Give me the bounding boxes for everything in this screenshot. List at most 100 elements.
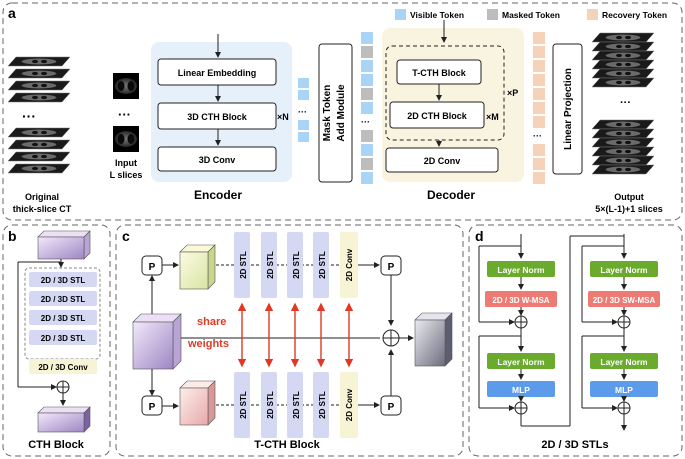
layer-norm-label: Layer Norm <box>497 357 545 367</box>
tcth-block-caption: T-CTH Block <box>254 439 320 451</box>
linear-embedding-block <box>157 58 277 86</box>
slice-ellipsis: ··· <box>118 107 131 122</box>
output-ct-slice <box>591 77 655 88</box>
mixed-token <box>361 74 373 86</box>
decoder-2d-conv-block <box>385 147 499 173</box>
top-stl <box>234 232 250 298</box>
mixed-token <box>361 88 373 100</box>
p-bottom-right-label: P <box>388 402 395 413</box>
mixed-token <box>361 172 373 184</box>
layer-norm-block <box>487 353 555 369</box>
p-bottom-left-label: P <box>149 402 156 413</box>
cth-item-label: 2D / 3D STL <box>41 295 86 304</box>
bottom-stl-label: 2D STL <box>239 391 248 419</box>
msa-label: 2D / 3D W-MSA <box>492 296 549 305</box>
legend-visible-swatch <box>395 9 406 20</box>
cth-stl-item <box>29 272 97 287</box>
recovery-token <box>533 88 545 100</box>
bottom-stl <box>287 372 303 438</box>
top-stl-label: 2D STL <box>239 251 248 279</box>
decoder-repeat-p: ×P <box>507 88 518 98</box>
slices-caption-line1: Input <box>115 158 137 168</box>
legend-visible: Visible Token <box>410 10 464 20</box>
mask-module-line1: Mask Token <box>322 85 333 142</box>
input-ct-stack <box>7 56 71 174</box>
token-ellipsis: ··· <box>298 107 307 117</box>
mixed-token <box>361 46 373 58</box>
cth-stl-item <box>29 310 97 325</box>
top-stl-label: 2D STL <box>318 251 327 279</box>
bottom-stl <box>261 372 277 438</box>
mask-token-add-module <box>318 43 353 183</box>
cth-item-label: 2D / 3D STL <box>41 276 86 285</box>
output-ct-slice <box>591 164 655 175</box>
linear-embedding-label: Linear Embedding <box>178 68 257 78</box>
encoder-3d-conv-block <box>157 146 277 172</box>
encoder-repeat-n: ×N <box>277 112 289 122</box>
decoder-2d-cth-label: 2D CTH Block <box>407 111 468 121</box>
cth-item-label: 2D / 3D STL <box>41 314 86 323</box>
output-ct-slice <box>591 68 655 79</box>
top-conv <box>340 232 358 298</box>
tcth-output-cube <box>414 312 453 367</box>
input-ct-slice <box>7 139 71 150</box>
output-caption-line2: 5×(L-1)+1 slices <box>595 204 663 214</box>
recovery-token <box>533 102 545 114</box>
msa-block <box>588 291 660 307</box>
recovery-token <box>533 172 545 184</box>
bottom-branch-cube <box>179 380 216 426</box>
cth-input-cube <box>37 230 91 260</box>
output-caption-line1: Output <box>614 192 644 202</box>
ct-slice-thumb-top <box>113 73 139 99</box>
top-branch-cube <box>179 244 216 290</box>
top-stl-label: 2D STL <box>266 251 275 279</box>
input-ct-slice <box>7 163 71 174</box>
cth-item-label: 2D / 3D STL <box>41 334 86 343</box>
output-ct-slice <box>591 119 655 130</box>
bottom-conv-label: 2D Conv <box>345 388 354 421</box>
panel-a-frame <box>2 2 683 221</box>
mixed-token <box>361 60 373 72</box>
cth-stl-item <box>29 291 97 306</box>
layer-norm-block <box>487 261 555 277</box>
encoder-3d-cth-block <box>157 102 277 130</box>
mixed-token <box>361 144 373 156</box>
input-ct-slice <box>7 68 71 79</box>
tcth-input-cube <box>132 313 182 370</box>
mlp-label: MLP <box>615 385 633 395</box>
input-ct-slice <box>7 151 71 162</box>
top-stl <box>261 232 277 298</box>
cth-conv-item <box>29 359 97 374</box>
panel-a-letter: a <box>8 5 16 21</box>
mask-module-line2: Add Module <box>336 84 347 142</box>
output-ellipsis: ··· <box>620 97 631 109</box>
mixed-token <box>361 32 373 44</box>
stls-caption: 2D / 3D STLs <box>541 439 608 451</box>
panel-d-letter: d <box>475 228 484 244</box>
decoder-repeat-m: ×M <box>486 112 499 122</box>
recovery-token <box>533 116 545 128</box>
recovery-token <box>533 46 545 58</box>
mlp-block <box>487 381 555 397</box>
layer-norm-label: Layer Norm <box>600 265 648 275</box>
decoder-title: Decoder <box>427 188 475 202</box>
t-cth-label: T-CTH Block <box>412 68 466 78</box>
decoder-repeat-group <box>385 45 505 141</box>
input-caption-line2: thick-slice CT <box>13 204 72 214</box>
top-conv-label: 2D Conv <box>345 248 354 281</box>
bottom-stl-label: 2D STL <box>266 391 275 419</box>
encoder-3d-conv-label: 3D Conv <box>199 155 236 165</box>
layer-norm-block <box>590 353 658 369</box>
recovery-token <box>533 32 545 44</box>
legend-masked: Masked Token <box>502 10 560 20</box>
encoder-token-column: ··· <box>298 78 309 142</box>
bottom-conv <box>340 372 358 438</box>
linear-projection-block <box>552 43 583 175</box>
input-ct-slice <box>7 56 71 67</box>
output-ct-slice <box>591 128 655 139</box>
legend-recovery: Recovery Token <box>602 10 667 20</box>
mlp-block <box>590 381 658 397</box>
top-stl-label: 2D STL <box>292 251 301 279</box>
